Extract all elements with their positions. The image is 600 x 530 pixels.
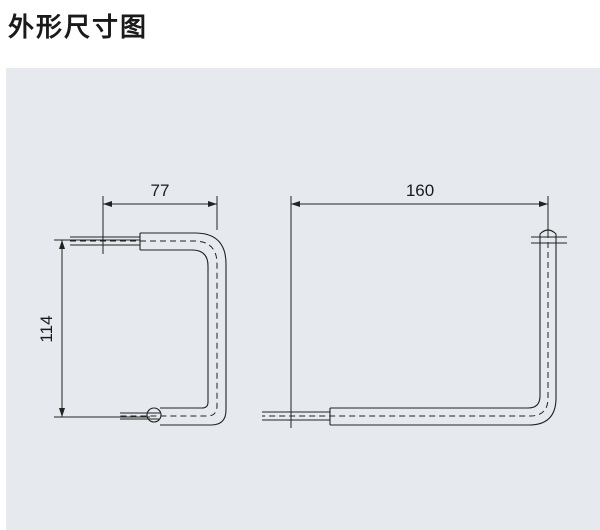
left-width-arrow-a [103,201,112,207]
left-height-label: 114 [37,315,56,342]
right-top-knuckle [539,229,557,248]
left-pivot-circle [146,407,162,423]
right-width-arrow-a [291,201,300,207]
right-width-arrow-b [539,201,548,207]
left-tube-outer [140,232,227,426]
left-height-arrow-a [59,240,65,249]
right-view: 160 [262,181,567,428]
right-width-label: 160 [406,181,434,200]
right-tube-inner [330,248,541,409]
right-tube-centerline [262,232,549,417]
left-width-arrow-b [208,201,217,207]
page-title: 外形尺寸图 [8,13,149,43]
right-tube-outer [330,248,557,426]
left-width-label: 77 [151,181,170,200]
left-tube-inner [140,249,209,409]
drawing-panel [6,68,600,530]
left-height-arrow-b [59,408,65,417]
left-view: 77 114 [37,181,227,426]
left-tube-centerline [120,240,218,417]
